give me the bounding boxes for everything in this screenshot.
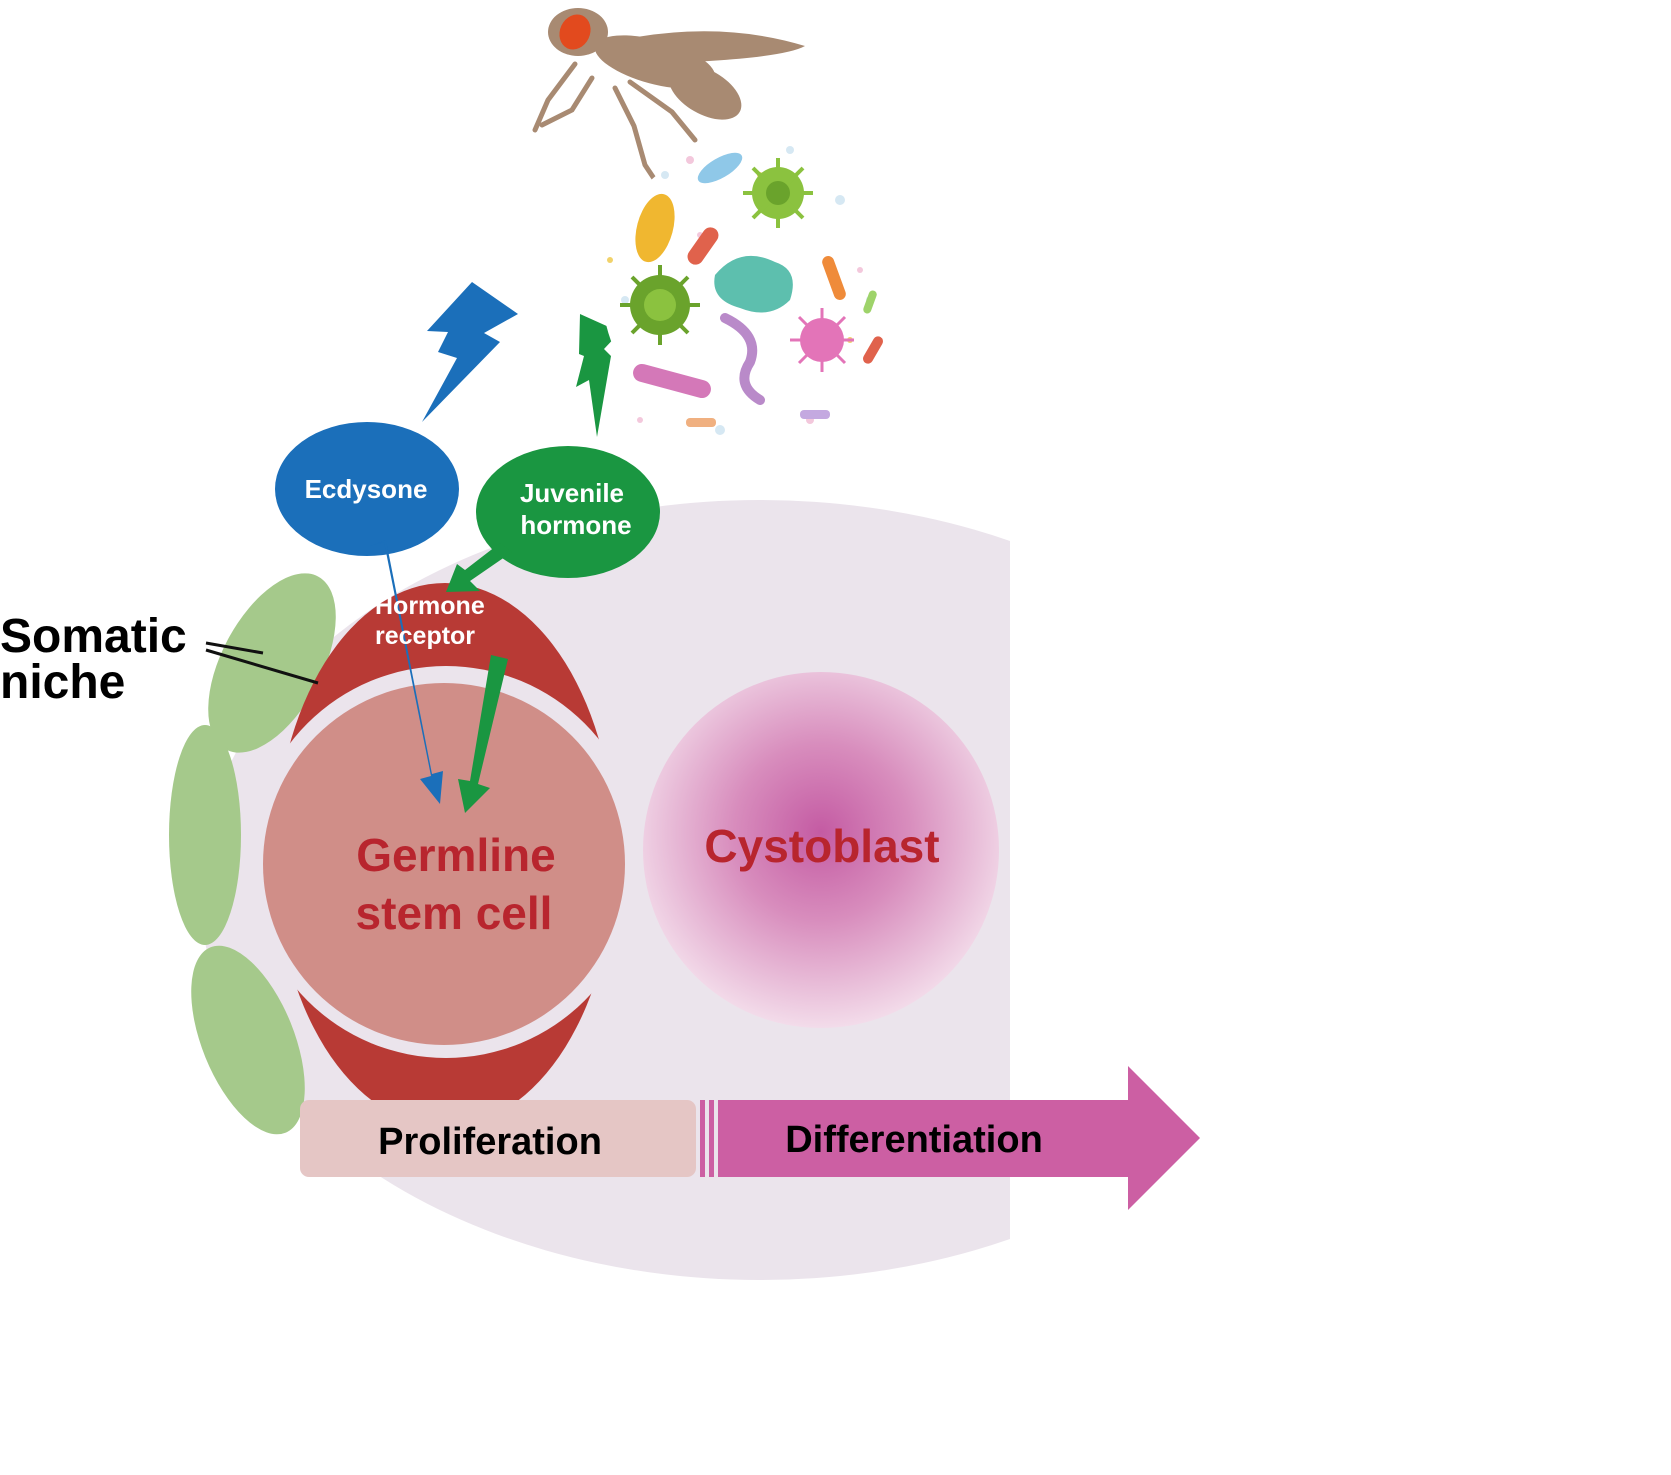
somatic-niche-cells xyxy=(169,573,336,1135)
lightning-bolt-blue xyxy=(422,282,518,422)
fruit-fly-icon xyxy=(532,8,805,183)
differentiation-arrow xyxy=(700,1066,1200,1210)
bacterium-magenta xyxy=(633,363,711,399)
differentiation-label: Differentiation xyxy=(785,1119,1043,1161)
germline-stem-cell-label-line2: stem cell xyxy=(356,887,553,939)
bacterium-yellow xyxy=(635,193,675,263)
cystoblast-cell xyxy=(643,672,999,1028)
proliferation-bar xyxy=(300,1100,696,1177)
protozoan-purple xyxy=(720,313,765,405)
virus-pink xyxy=(790,308,854,372)
lightning-bolt-green xyxy=(576,314,620,437)
germline-stem-cell-label-line1: Germline xyxy=(356,829,555,881)
microbiota-cluster-icon xyxy=(602,142,898,438)
amoeba-teal xyxy=(714,255,793,313)
ecdysone-label: Ecdysone xyxy=(305,474,428,504)
juvenile-hormone-oval xyxy=(476,446,660,578)
hormone-receptor-label-line2: receptor xyxy=(375,622,475,650)
ecdysone-arrow xyxy=(370,540,443,804)
niche-cell-middle xyxy=(169,725,241,945)
juvenile-hormone-arrow-lower xyxy=(458,655,508,813)
somatic-niche-label-line1: Somatic xyxy=(0,610,187,663)
germline-stem-cell xyxy=(250,666,642,1058)
niche-cell-top xyxy=(208,573,336,753)
juvenile-hormone-arrow-upper xyxy=(446,543,512,592)
virus-green-left xyxy=(620,265,700,345)
juvenile-hormone-label-line2: hormone xyxy=(520,510,631,540)
hormone-receptor-label-line1: Hormone xyxy=(375,592,485,620)
somatic-niche-label-line2: niche xyxy=(0,656,125,709)
juvenile-hormone-label-line1: Juvenile xyxy=(520,478,624,508)
cystoblast-label: Cystoblast xyxy=(704,820,939,872)
ecdysone-oval xyxy=(275,422,459,556)
niche-cell-bottom xyxy=(191,945,305,1135)
bacterium-red xyxy=(687,227,719,265)
somatic-niche-pointers xyxy=(205,641,319,685)
proliferation-label: Proliferation xyxy=(378,1121,602,1163)
virus-green-top xyxy=(743,158,813,228)
protozoan-blue xyxy=(697,152,743,184)
